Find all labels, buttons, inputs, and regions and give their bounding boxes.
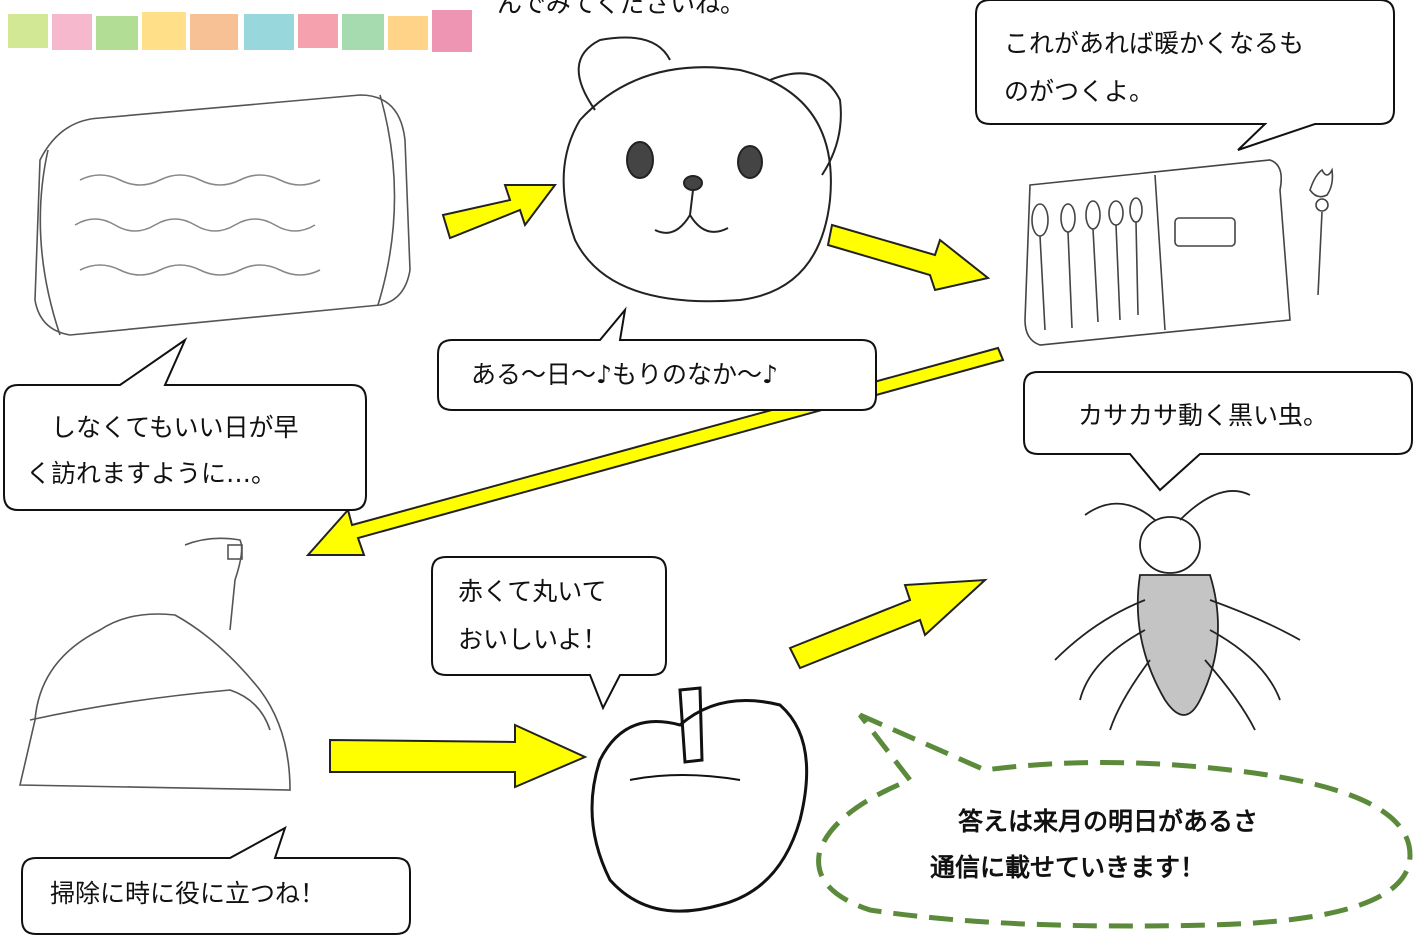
speech-bubble-apple [431,556,667,711]
makeup-caption-line-2: のがつくよ。 [1004,77,1155,106]
answer-note-line-2: 通信に載せていきます！ [930,853,1206,882]
speech-bubble-dustpan [21,825,411,935]
answer-note-line-1: 答えは来月の明日があるさ [958,807,1259,836]
futon-drawing-icon [34,94,411,336]
bug-caption: カサカサ動く黒い虫。 [1078,401,1329,430]
makeup-caption-line-1: これがあれば暖かくなるも [1004,29,1305,58]
bear-drawing-icon [562,36,842,303]
speech-bubble-bug [1023,371,1413,492]
arrow-futon-to-bear [441,184,557,240]
apple-caption-line-1: 赤くて丸いて [458,577,607,606]
apple-drawing-icon [590,686,809,913]
arrow-apple-to-cockroach [788,578,988,670]
speech-bubble-makeup [975,0,1395,151]
arrow-dustpan-to-apple [329,723,588,789]
top-text-fragment: んでみてくださいね。 [497,0,746,18]
arrow-bear-to-makeup [826,223,991,292]
dustpan-caption: 掃除に時に役に立つね！ [50,879,326,908]
answer-note-cloud [816,712,1413,929]
futon-caption-line-1: しなくてもいい日が早 [26,406,299,450]
dustpan-drawing-icon [18,537,291,791]
speech-bubble-futon [3,337,367,511]
futon-caption-line-2: く訪れますように…。 [26,459,277,488]
cockroach-drawing-icon [1054,490,1301,731]
makeup-brush-set-icon [1024,159,1334,346]
bear-caption: ある〜日〜♪もりのなか〜♪ [471,360,778,389]
futon-caption-text: しなくてもいい日が早 [51,413,299,442]
speech-bubble-bear [437,306,877,411]
watercolor-strip [8,10,472,52]
apple-caption-line-2: おいしいよ！ [458,625,608,654]
